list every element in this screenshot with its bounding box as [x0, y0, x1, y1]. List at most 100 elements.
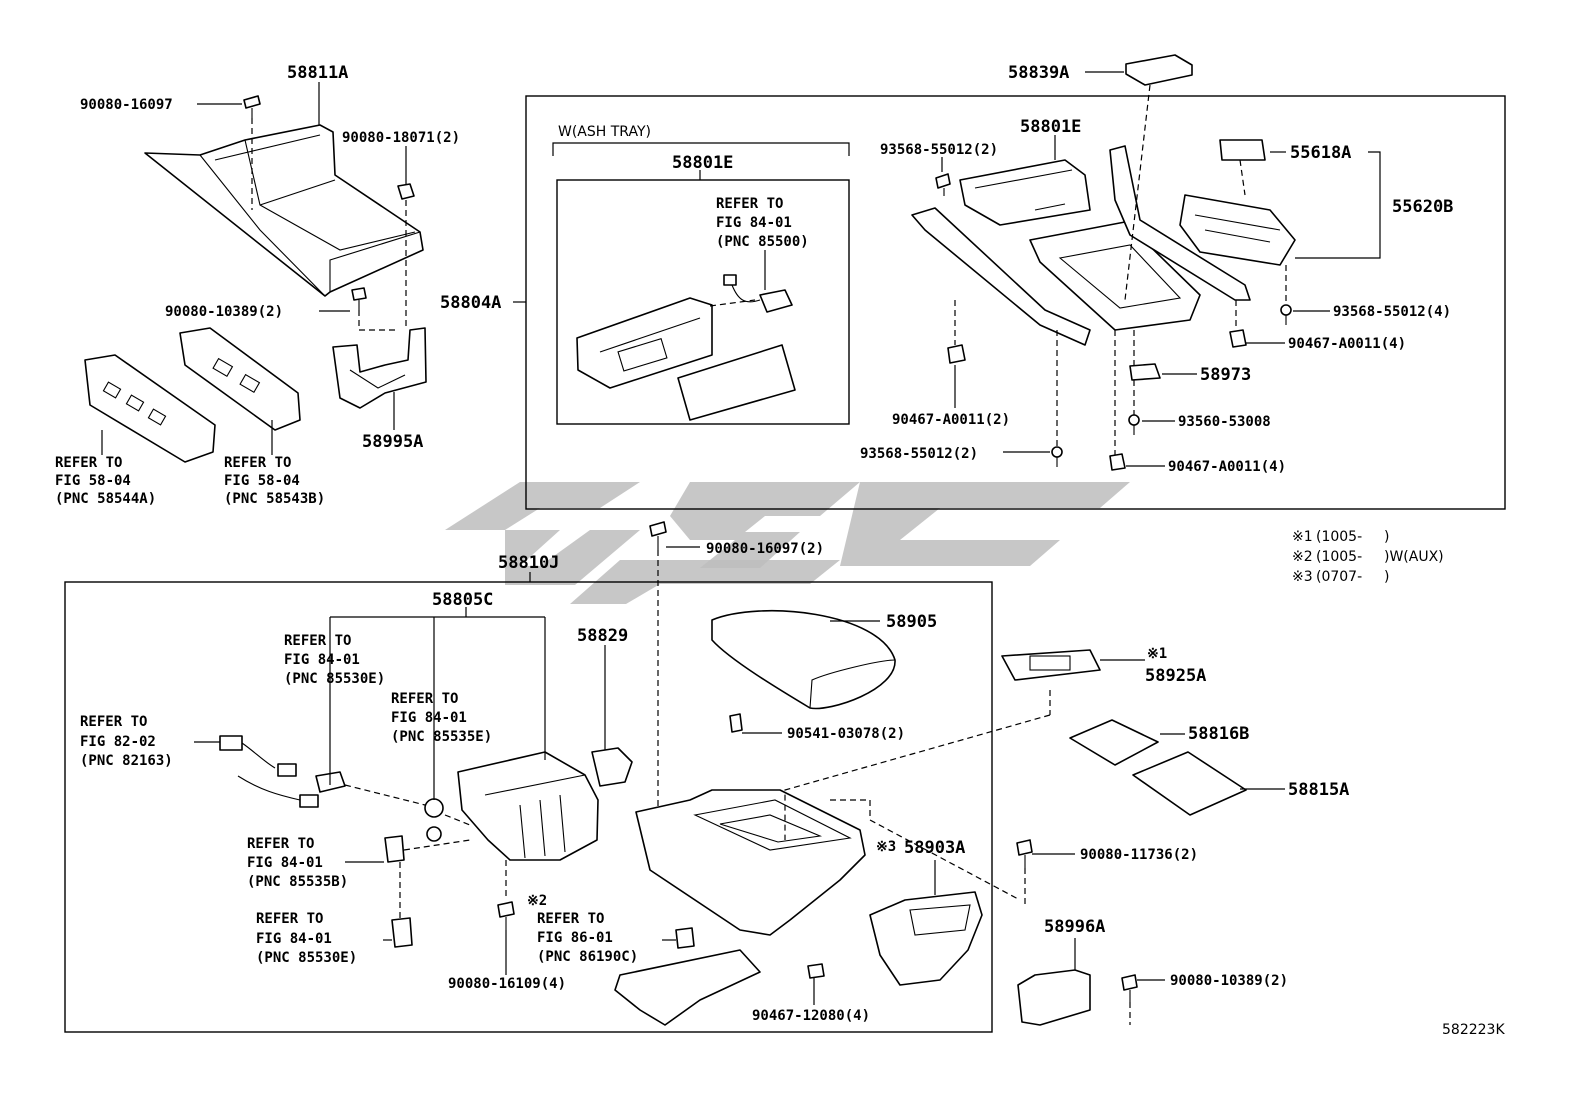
- refer-fig: FIG 84-01: [391, 710, 467, 726]
- rear-panel-58903A: [869, 891, 983, 986]
- legend-range: (0707-: [1316, 569, 1362, 585]
- label-55620B: 55620B: [1392, 197, 1453, 217]
- mark-1: ※1: [1147, 646, 1167, 662]
- refer-fig: FIG 84-01: [716, 215, 792, 231]
- refer-title: REFER TO: [224, 455, 291, 471]
- callout-labels: 58811A 90080-16097 90080-18071(2) 90080-…: [80, 63, 1505, 1038]
- bracket-58996A: [1017, 969, 1091, 1026]
- label-90080-16097-2: 90080-16097(2): [706, 541, 824, 557]
- bolt-icon: [243, 95, 261, 118]
- console-box-58811A: [144, 124, 424, 297]
- legend: ※1 (1005- ) ※2 (1005- )W(AUX) ※3 (0707- …: [1292, 529, 1444, 585]
- refer-58544A: REFER TO FIG 58-04 (PNC 58544A): [55, 455, 156, 507]
- refer-fig: FIG 82-02: [80, 734, 156, 750]
- cup-insert-55618A: [1219, 139, 1266, 161]
- refer-fig: FIG 58-04: [224, 473, 300, 489]
- mark-3: ※3: [876, 839, 896, 855]
- bolt-icon: [1121, 974, 1138, 1002]
- label-58905: 58905: [886, 612, 937, 632]
- refer-pnc: (PNC 85535B): [247, 874, 348, 890]
- label-93568-55012-b: 93568-55012(2): [860, 446, 978, 462]
- label-58811A: 58811A: [287, 63, 348, 83]
- legend-mark: ※2: [1292, 549, 1313, 565]
- assembly-lines: [251, 84, 1287, 1025]
- screw-icon: [1280, 304, 1292, 325]
- ash-tray-housing: [576, 297, 713, 389]
- refer-pnc: (PNC 85530E): [256, 950, 357, 966]
- label-90467-12080: 90467-12080(4): [752, 1008, 870, 1024]
- refer-85530E-a: REFER TO FIG 84-01 (PNC 85530E): [284, 633, 385, 687]
- legend-mark: ※1: [1292, 529, 1313, 545]
- cover-58839A: [1125, 54, 1193, 86]
- label-58995A: 58995A: [362, 432, 423, 452]
- label-90541-03078: 90541-03078(2): [787, 726, 905, 742]
- refer-title: REFER TO: [256, 911, 323, 927]
- legend-item: ※3 (0707- ): [1292, 569, 1389, 585]
- label-90080-16109: 90080-16109(4): [448, 976, 566, 992]
- label-58805C: 58805C: [432, 590, 493, 610]
- refer-pnc: (PNC 58543B): [224, 491, 325, 507]
- legend-range: (1005-: [1316, 529, 1362, 545]
- mark-2: ※2: [527, 893, 547, 909]
- aux-jack-86190C: [675, 927, 695, 949]
- ash-tray-lid: [677, 344, 796, 421]
- refer-title: REFER TO: [55, 455, 122, 471]
- trim-strip-right: [1109, 145, 1251, 301]
- refer-fig: FIG 58-04: [55, 473, 131, 489]
- label-90080-10389-left: 90080-10389(2): [165, 304, 283, 320]
- bolt-icon: [497, 901, 515, 930]
- bolt-icon: [935, 173, 951, 196]
- refer-title: REFER TO: [80, 714, 147, 730]
- mat-58816B: [1069, 719, 1159, 766]
- label-w-ash-tray: W(ASH TRAY): [558, 124, 651, 140]
- frame-ash-tray: [556, 179, 850, 425]
- screw-icon: [729, 713, 743, 733]
- refer-85500: REFER TO FIG 84-01 (PNC 85500): [716, 196, 809, 250]
- front-trim: [614, 949, 761, 1026]
- label-58973: 58973: [1200, 365, 1251, 385]
- trim-strip-left: [911, 207, 1091, 346]
- refer-58543B: REFER TO FIG 58-04 (PNC 58543B): [224, 455, 325, 507]
- refer-title: REFER TO: [247, 836, 314, 852]
- clip-icon: [947, 344, 966, 364]
- clip-58973: [1129, 363, 1161, 381]
- refer-pnc: (PNC 85530E): [284, 671, 385, 687]
- label-58839A: 58839A: [1008, 63, 1069, 83]
- label-90467-A0011-4b: 90467-A0011(4): [1168, 459, 1286, 475]
- bracket-58829: [591, 747, 633, 787]
- label-90080-16097: 90080-16097: [80, 97, 173, 113]
- socket-part: [384, 835, 405, 863]
- label-90467-A0011-2: 90467-A0011(2): [892, 412, 1010, 428]
- label-58815A: 58815A: [1288, 780, 1349, 800]
- legend-close: ): [1384, 529, 1389, 545]
- legend-range: (1005-: [1316, 549, 1362, 565]
- bolt-icon: [351, 287, 367, 310]
- bolt-icon: [649, 521, 667, 550]
- refer-85535E: REFER TO FIG 84-01 (PNC 85535E): [391, 691, 492, 745]
- legend-close: )W(AUX): [1384, 549, 1444, 565]
- bracket-ash-tray: [552, 142, 850, 156]
- armrest-58905: [711, 610, 896, 710]
- refer-title: REFER TO: [284, 633, 351, 649]
- bracket-58995A: [332, 327, 427, 409]
- legend-close: ): [1384, 569, 1389, 585]
- socket-part: [424, 798, 444, 842]
- clip-icon: [807, 963, 825, 979]
- label-93560-53008: 93560-53008: [1178, 414, 1271, 430]
- label-58816B: 58816B: [1188, 724, 1249, 744]
- label-58810J: 58810J: [498, 553, 559, 573]
- switch-plate-58543B: [179, 327, 301, 431]
- label-58903A: 58903A: [904, 838, 965, 858]
- label-90080-11736: 90080-11736(2): [1080, 847, 1198, 863]
- label-58801E-right: 58801E: [1020, 117, 1081, 137]
- label-58996A: 58996A: [1044, 917, 1105, 937]
- label-93568-55012-4: 93568-55012(4): [1333, 304, 1451, 320]
- legend-item: ※2 (1005- )W(AUX): [1292, 549, 1444, 565]
- refer-blocks: REFER TO FIG 58-04 (PNC 58544A) REFER TO…: [55, 196, 809, 966]
- refer-86190C: REFER TO FIG 86-01 (PNC 86190C): [537, 911, 638, 965]
- label-93568-55012-a: 93568-55012(2): [880, 142, 998, 158]
- label-58804A: 58804A: [440, 293, 501, 313]
- cup-holder-55620B: [1179, 194, 1296, 266]
- legend-item: ※1 (1005- ): [1292, 529, 1389, 545]
